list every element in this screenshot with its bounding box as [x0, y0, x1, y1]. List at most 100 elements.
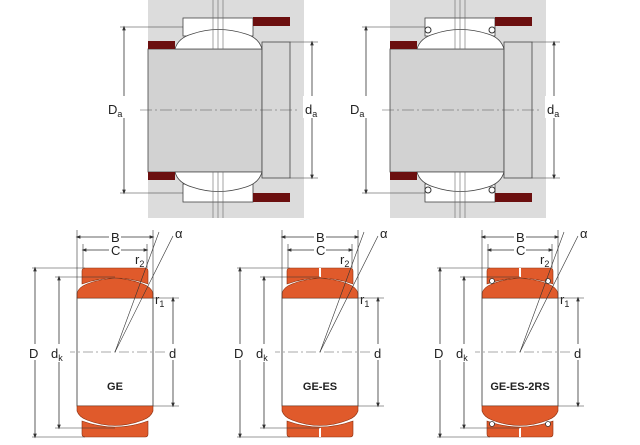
B-label: B	[111, 230, 120, 245]
seal-icon	[488, 26, 496, 34]
B-label: B	[516, 230, 525, 245]
mounting-diagram-mount-ge-2rs: Da d a	[349, 0, 567, 218]
r2-label: r2	[135, 252, 144, 269]
dk-label-sub: k	[463, 353, 468, 363]
C-label-main: C	[316, 243, 325, 258]
alpha-line	[114, 231, 160, 353]
alpha-line	[519, 235, 579, 353]
seal-icon	[424, 186, 432, 194]
d-label: d	[574, 346, 581, 361]
r1-label: r1	[360, 292, 369, 309]
Da-label-main: D	[350, 102, 359, 117]
seal-icon	[424, 26, 432, 34]
label-bg	[372, 344, 386, 360]
outer-ring-top	[81, 267, 149, 285]
d-label-main: d	[169, 346, 176, 361]
label-bg	[109, 228, 121, 244]
r2-label: r2	[540, 252, 549, 269]
label-bg	[109, 242, 121, 258]
outer-ring-bottom	[81, 420, 149, 438]
label-bg	[455, 344, 475, 362]
dk-label-sub: k	[58, 353, 63, 363]
label-bg	[232, 344, 248, 360]
label-bg	[167, 344, 181, 360]
alpha-line	[114, 235, 174, 353]
C-label-main: C	[516, 243, 525, 258]
inner-ring-top	[281, 278, 359, 299]
inner-ring-bottom	[76, 405, 154, 426]
d-label-main: d	[374, 346, 381, 361]
alpha-label: α	[580, 226, 588, 241]
dk-label-main: d	[456, 346, 463, 361]
dk-label: dk	[456, 346, 468, 363]
shaft-abutment-bottom	[390, 172, 417, 180]
Da-label: Da	[350, 102, 364, 119]
r1-label-sub: 1	[159, 299, 164, 309]
D-label-main: D	[234, 346, 243, 361]
shaft	[147, 48, 263, 173]
C-label: C	[516, 243, 525, 258]
dk-label: dk	[256, 346, 268, 363]
label-bg	[314, 228, 326, 244]
housing-abutment-bottom	[253, 193, 290, 202]
d-label: d	[169, 346, 176, 361]
alpha-label: α	[380, 226, 388, 241]
r2-label: r2	[340, 252, 349, 269]
inner-ring-bottom	[416, 171, 505, 192]
r2-label-main: r	[540, 252, 545, 267]
dk-label-main: d	[256, 346, 263, 361]
Da-label: Da	[108, 102, 122, 119]
alpha-line	[319, 231, 365, 353]
C-label-main: C	[111, 243, 120, 258]
alpha-line	[519, 231, 565, 353]
label-bg	[514, 242, 526, 258]
alpha-label-main: α	[175, 226, 183, 241]
B-label-main: B	[111, 230, 120, 245]
label-bg	[303, 96, 325, 118]
r1-label-main: r	[560, 292, 565, 307]
label-bg	[27, 344, 43, 360]
D-label: D	[234, 346, 243, 361]
r1-label: r1	[560, 292, 569, 309]
seal-icon	[489, 421, 495, 427]
label-bg	[545, 96, 567, 118]
alpha-line	[319, 235, 379, 353]
label-bg	[107, 96, 129, 118]
label-bg	[255, 344, 275, 362]
r2-label-sub: 2	[544, 259, 549, 269]
B-label-main: B	[516, 230, 525, 245]
Da-label-main: D	[108, 102, 117, 117]
D-label: D	[29, 346, 38, 361]
Da-label-sub: a	[359, 109, 364, 119]
label-bg	[572, 344, 586, 360]
d-label: d	[374, 346, 381, 361]
bearing-type-label: GE-ES	[303, 381, 337, 393]
da-label-main: d	[305, 102, 312, 117]
r1-label-main: r	[155, 292, 160, 307]
inner-ring-bottom	[281, 405, 359, 426]
da-label-main: d	[547, 102, 554, 117]
inner-ring-bottom	[174, 171, 263, 192]
D-label-main: D	[434, 346, 443, 361]
inner-ring-top	[174, 29, 263, 50]
housing-abutment-top	[495, 17, 532, 26]
label-bg	[514, 228, 526, 244]
inner-ring-top	[76, 278, 154, 299]
r1-label: r1	[155, 292, 164, 309]
D-label: D	[434, 346, 443, 361]
alpha-label: α	[175, 226, 183, 241]
r1-label-sub: 1	[364, 299, 369, 309]
label-bg	[314, 242, 326, 258]
d-label-main: d	[574, 346, 581, 361]
B-label-main: B	[316, 230, 325, 245]
shaft-abutment-bottom	[148, 172, 175, 180]
D-label-main: D	[29, 346, 38, 361]
seal-icon	[545, 421, 551, 427]
inner-ring-top	[481, 278, 559, 299]
seal-icon	[488, 186, 496, 194]
r2-label-main: r	[340, 252, 345, 267]
